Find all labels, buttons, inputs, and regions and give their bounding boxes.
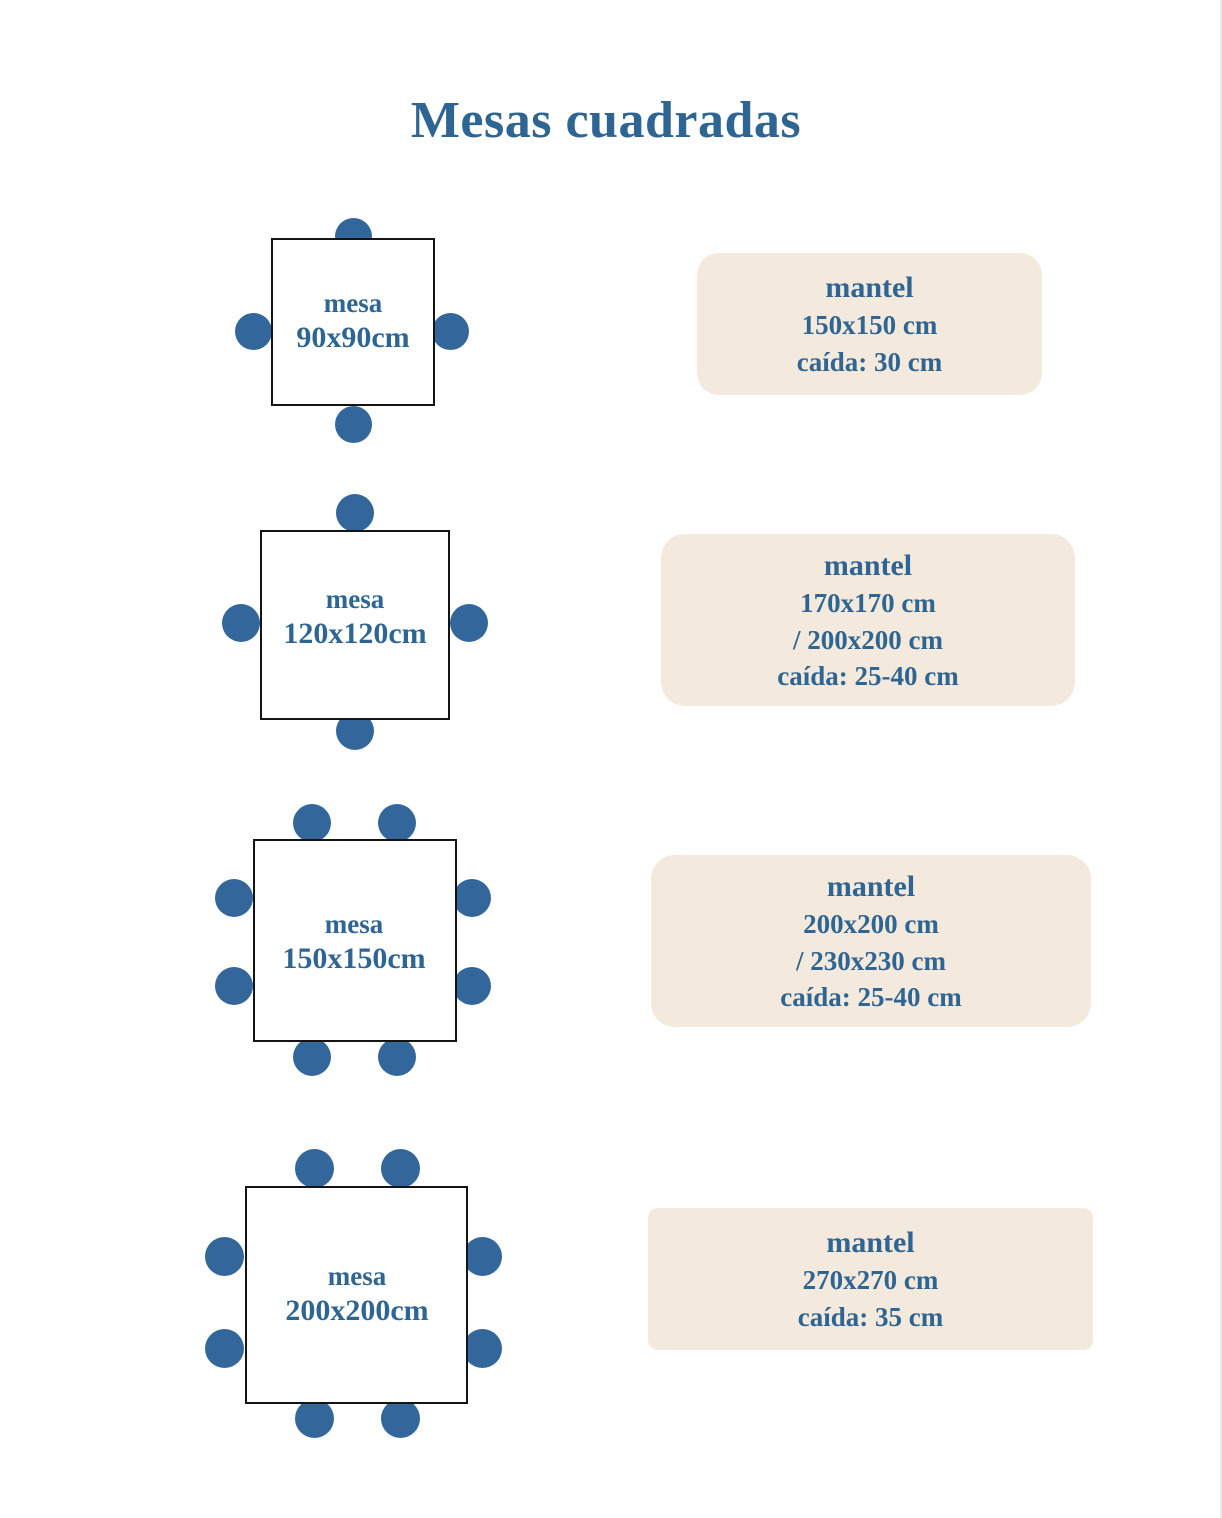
chair-left-lower: [215, 967, 253, 1005]
card-line-2: caída: 35 cm: [797, 1301, 944, 1332]
chair-bottom: [335, 406, 372, 443]
card-line-1: 270x270 cm: [802, 1265, 939, 1296]
chair-left-lower: [205, 1329, 244, 1368]
card-line-2: / 200x200 cm: [793, 624, 943, 655]
row-table-200x200: mesa 200x200cm mantel 270x270 cm caída: …: [0, 1145, 1212, 1445]
table-surface: [245, 1186, 468, 1404]
chair-right: [450, 604, 488, 642]
table-diagram-200x200: mesa 200x200cm: [205, 1149, 508, 1439]
chair-right: [432, 313, 469, 350]
table-surface: [253, 839, 457, 1042]
row-table-120x120: mesa 120x120cm mantel 170x170 cm / 200x2…: [0, 490, 1212, 760]
chair-right-lower: [463, 1329, 502, 1368]
chair-top-left: [295, 1149, 334, 1188]
card-title: mantel: [825, 270, 914, 304]
card-title: mantel: [826, 1225, 915, 1259]
row-table-150x150: mesa 150x150cm mantel 200x200 cm / 230x2…: [0, 800, 1212, 1090]
chair-left: [222, 604, 260, 642]
tablecloth-card-90x90: mantel 150x150 cm caída: 30 cm: [697, 253, 1042, 395]
chair-right-upper: [463, 1237, 502, 1276]
chair-bottom-left: [293, 1038, 331, 1076]
chair-right-upper: [453, 879, 491, 917]
card-line-3: caída: 25-40 cm: [777, 661, 959, 692]
chair-left-upper: [205, 1237, 244, 1276]
card-line-1: 170x170 cm: [800, 588, 936, 619]
table-diagram-90x90: mesa 90x90cm: [235, 218, 470, 443]
tablecloth-card-120x120: mantel 170x170 cm / 200x200 cm caída: 25…: [661, 534, 1075, 706]
card-title: mantel: [826, 869, 916, 903]
card-line-2: caída: 30 cm: [796, 346, 943, 377]
chair-right-lower: [453, 967, 491, 1005]
chair-top: [336, 494, 374, 532]
tablecloth-card-200x200: mantel 270x270 cm caída: 35 cm: [648, 1208, 1093, 1350]
table-diagram-120x120: mesa 120x120cm: [222, 494, 488, 750]
tablecloth-card-150x150: mantel 200x200 cm / 230x230 cm caída: 25…: [651, 855, 1091, 1027]
chair-left-upper: [215, 879, 253, 917]
chair-left: [235, 313, 272, 350]
chair-top-right: [381, 1149, 420, 1188]
row-table-90x90: mesa 90x90cm mantel 150x150 cm caída: 30…: [0, 210, 1212, 450]
chair-bottom-right: [381, 1399, 420, 1438]
chair-bottom-right: [378, 1038, 416, 1076]
chair-top-right: [378, 804, 416, 842]
card-line-1: 200x200 cm: [803, 909, 939, 940]
chair-bottom-left: [295, 1399, 334, 1438]
card-line-1: 150x150 cm: [801, 310, 938, 341]
chair-top-left: [293, 804, 331, 842]
card-line-2: / 230x230 cm: [796, 945, 946, 976]
table-surface: [271, 238, 435, 406]
card-title: mantel: [823, 548, 913, 582]
table-diagram-150x150: mesa 150x150cm: [215, 804, 493, 1076]
card-line-3: caída: 25-40 cm: [780, 982, 962, 1013]
table-surface: [260, 530, 450, 720]
page-title: Mesas cuadradas: [410, 92, 802, 149]
